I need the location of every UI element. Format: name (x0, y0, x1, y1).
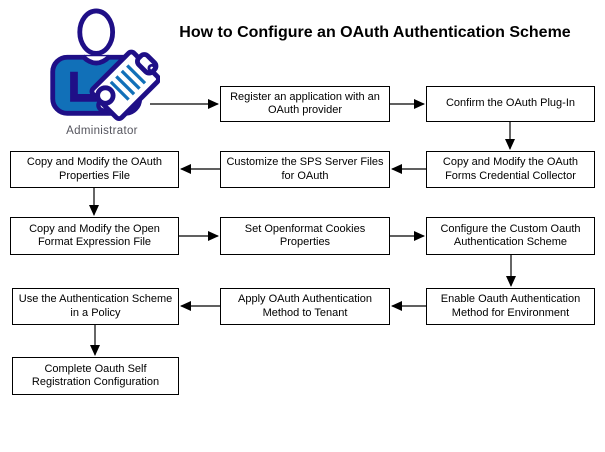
clipboard-icon (89, 49, 161, 121)
flow-step-configure-custom-oauth-scheme: Configure the Custom Oauth Authenticatio… (426, 217, 595, 255)
flow-step-copy-modify-properties-file: Copy and Modify the OAuth Properties Fil… (10, 151, 179, 188)
flow-step-enable-oauth-method-environment: Enable Oauth Authentication Method for E… (426, 288, 595, 325)
flow-step-use-scheme-in-policy: Use the Authentication Scheme in a Polic… (12, 288, 179, 325)
administrator-figure: Administrator (40, 8, 164, 137)
flow-step-set-openformat-cookies: Set Openformat Cookies Properties (220, 217, 390, 255)
flow-step-confirm-oauth-plugin: Confirm the OAuth Plug-In (426, 86, 595, 122)
flow-step-copy-modify-open-format-file: Copy and Modify the Open Format Expressi… (10, 217, 179, 255)
administrator-label: Administrator (66, 125, 138, 137)
diagram-title: How to Configure an OAuth Authentication… (179, 24, 571, 41)
flow-step-copy-modify-forms-collector: Copy and Modify the OAuth Forms Credenti… (426, 151, 595, 188)
flow-step-complete-self-registration: Complete Oauth Self Registration Configu… (12, 357, 179, 395)
flow-step-customize-sps-server-files: Customize the SPS Server Files for OAuth (220, 151, 390, 188)
flow-step-register-application: Register an application with an OAuth pr… (220, 86, 390, 122)
administrator-icon (50, 8, 161, 121)
flow-step-apply-oauth-method-tenant: Apply OAuth Authentication Method to Ten… (220, 288, 390, 325)
